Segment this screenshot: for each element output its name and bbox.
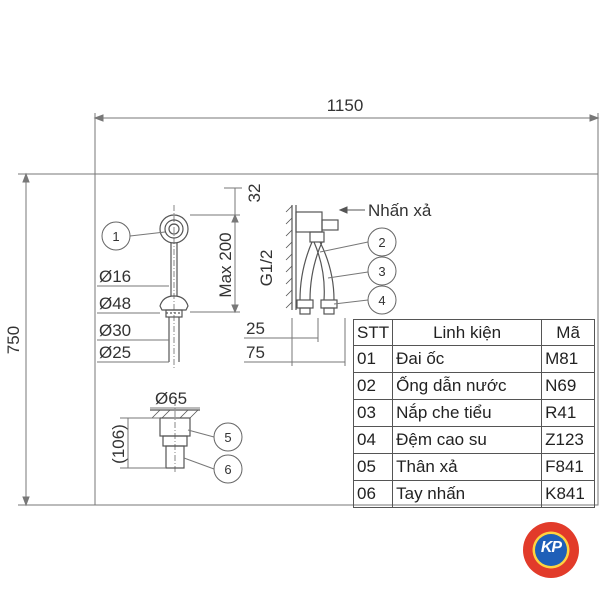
front-view <box>159 205 189 368</box>
side-view-dimension-lines <box>244 318 346 366</box>
callout-6-label: 6 <box>224 462 231 477</box>
callout-4-label: 4 <box>378 293 385 308</box>
bottom-detail-view <box>150 400 200 472</box>
callout-4: 4 <box>367 285 397 315</box>
parts-table-header: STT Linh kiện Mã <box>352 319 596 346</box>
side-view <box>285 205 339 315</box>
overall-height-label: 750 <box>4 326 23 354</box>
callout-2-label: 2 <box>378 235 385 250</box>
callout-1: 1 <box>101 221 131 251</box>
dim-d16: Ø16 <box>99 267 131 286</box>
row-2-code: N69 <box>541 372 596 400</box>
row-4-component: Đệm cao su <box>392 426 543 454</box>
callout-5: 5 <box>213 422 243 452</box>
dim-d30: Ø30 <box>99 321 131 340</box>
callout-3: 3 <box>367 256 397 286</box>
header-code: Mã <box>541 319 596 346</box>
row-6-component: Tay nhấn <box>392 480 543 508</box>
dim-d48: Ø48 <box>99 294 131 313</box>
row-3-code: R41 <box>541 399 596 427</box>
dim-25: 25 <box>246 319 265 338</box>
table-row: 04 Đệm cao su Z123 <box>352 426 596 454</box>
row-2-component: Ống dẫn nước <box>392 372 543 400</box>
callout-6: 6 <box>213 454 243 484</box>
bottom-detail-dimension-lines <box>120 407 200 469</box>
brand-logo: KP <box>523 522 579 578</box>
row-1-code: M81 <box>541 345 596 373</box>
dim-d65: Ø65 <box>155 389 187 408</box>
row-4-stt: 04 <box>352 426 394 454</box>
dim-75: 75 <box>246 343 265 362</box>
header-stt: STT <box>352 319 394 346</box>
table-row: 05 Thân xả F841 <box>352 453 596 481</box>
row-3-component: Nắp che tiểu <box>392 399 543 427</box>
overall-width-dimension <box>93 113 600 174</box>
row-5-component: Thân xả <box>392 453 543 481</box>
callout-3-label: 3 <box>378 264 385 279</box>
callout-leaders <box>129 231 369 470</box>
table-row: 03 Nắp che tiểu R41 <box>352 399 596 427</box>
dim-d25: Ø25 <box>99 343 131 362</box>
press-label: Nhấn xả <box>368 201 432 220</box>
row-2-stt: 02 <box>352 372 394 400</box>
press-arrow <box>338 206 365 214</box>
logo-text: KP <box>540 539 562 556</box>
dim-max200: Max 200 <box>216 232 235 297</box>
dim-106: (106) <box>109 424 128 464</box>
table-row: 06 Tay nhấn K841 <box>352 480 596 508</box>
row-5-stt: 05 <box>352 453 394 481</box>
dim-32: 32 <box>245 184 264 203</box>
table-row: 01 Đai ốc M81 <box>352 345 596 373</box>
drawing-frame <box>94 173 599 506</box>
table-row: 02 Ống dẫn nước N69 <box>352 372 596 400</box>
row-4-code: Z123 <box>541 426 596 454</box>
header-component: Linh kiện <box>392 319 543 346</box>
row-5-code: F841 <box>541 453 596 481</box>
row-3-stt: 03 <box>352 399 394 427</box>
front-view-dimension-lines <box>97 187 242 363</box>
row-1-stt: 01 <box>352 345 394 373</box>
callout-2: 2 <box>367 227 397 257</box>
row-1-component: Đai ốc <box>392 345 543 373</box>
parts-table: STT Linh kiện Mã 01 Đai ốc M81 02 Ống dẫ… <box>352 319 596 508</box>
callout-5-label: 5 <box>224 430 231 445</box>
callout-1-label: 1 <box>112 229 119 244</box>
logo-inner-circle <box>535 534 567 566</box>
dim-thread: G1/2 <box>257 250 276 287</box>
row-6-code: K841 <box>541 480 596 508</box>
overall-width-label: 1150 <box>327 96 364 115</box>
row-6-stt: 06 <box>352 480 394 508</box>
overall-height-dimension <box>18 172 95 507</box>
